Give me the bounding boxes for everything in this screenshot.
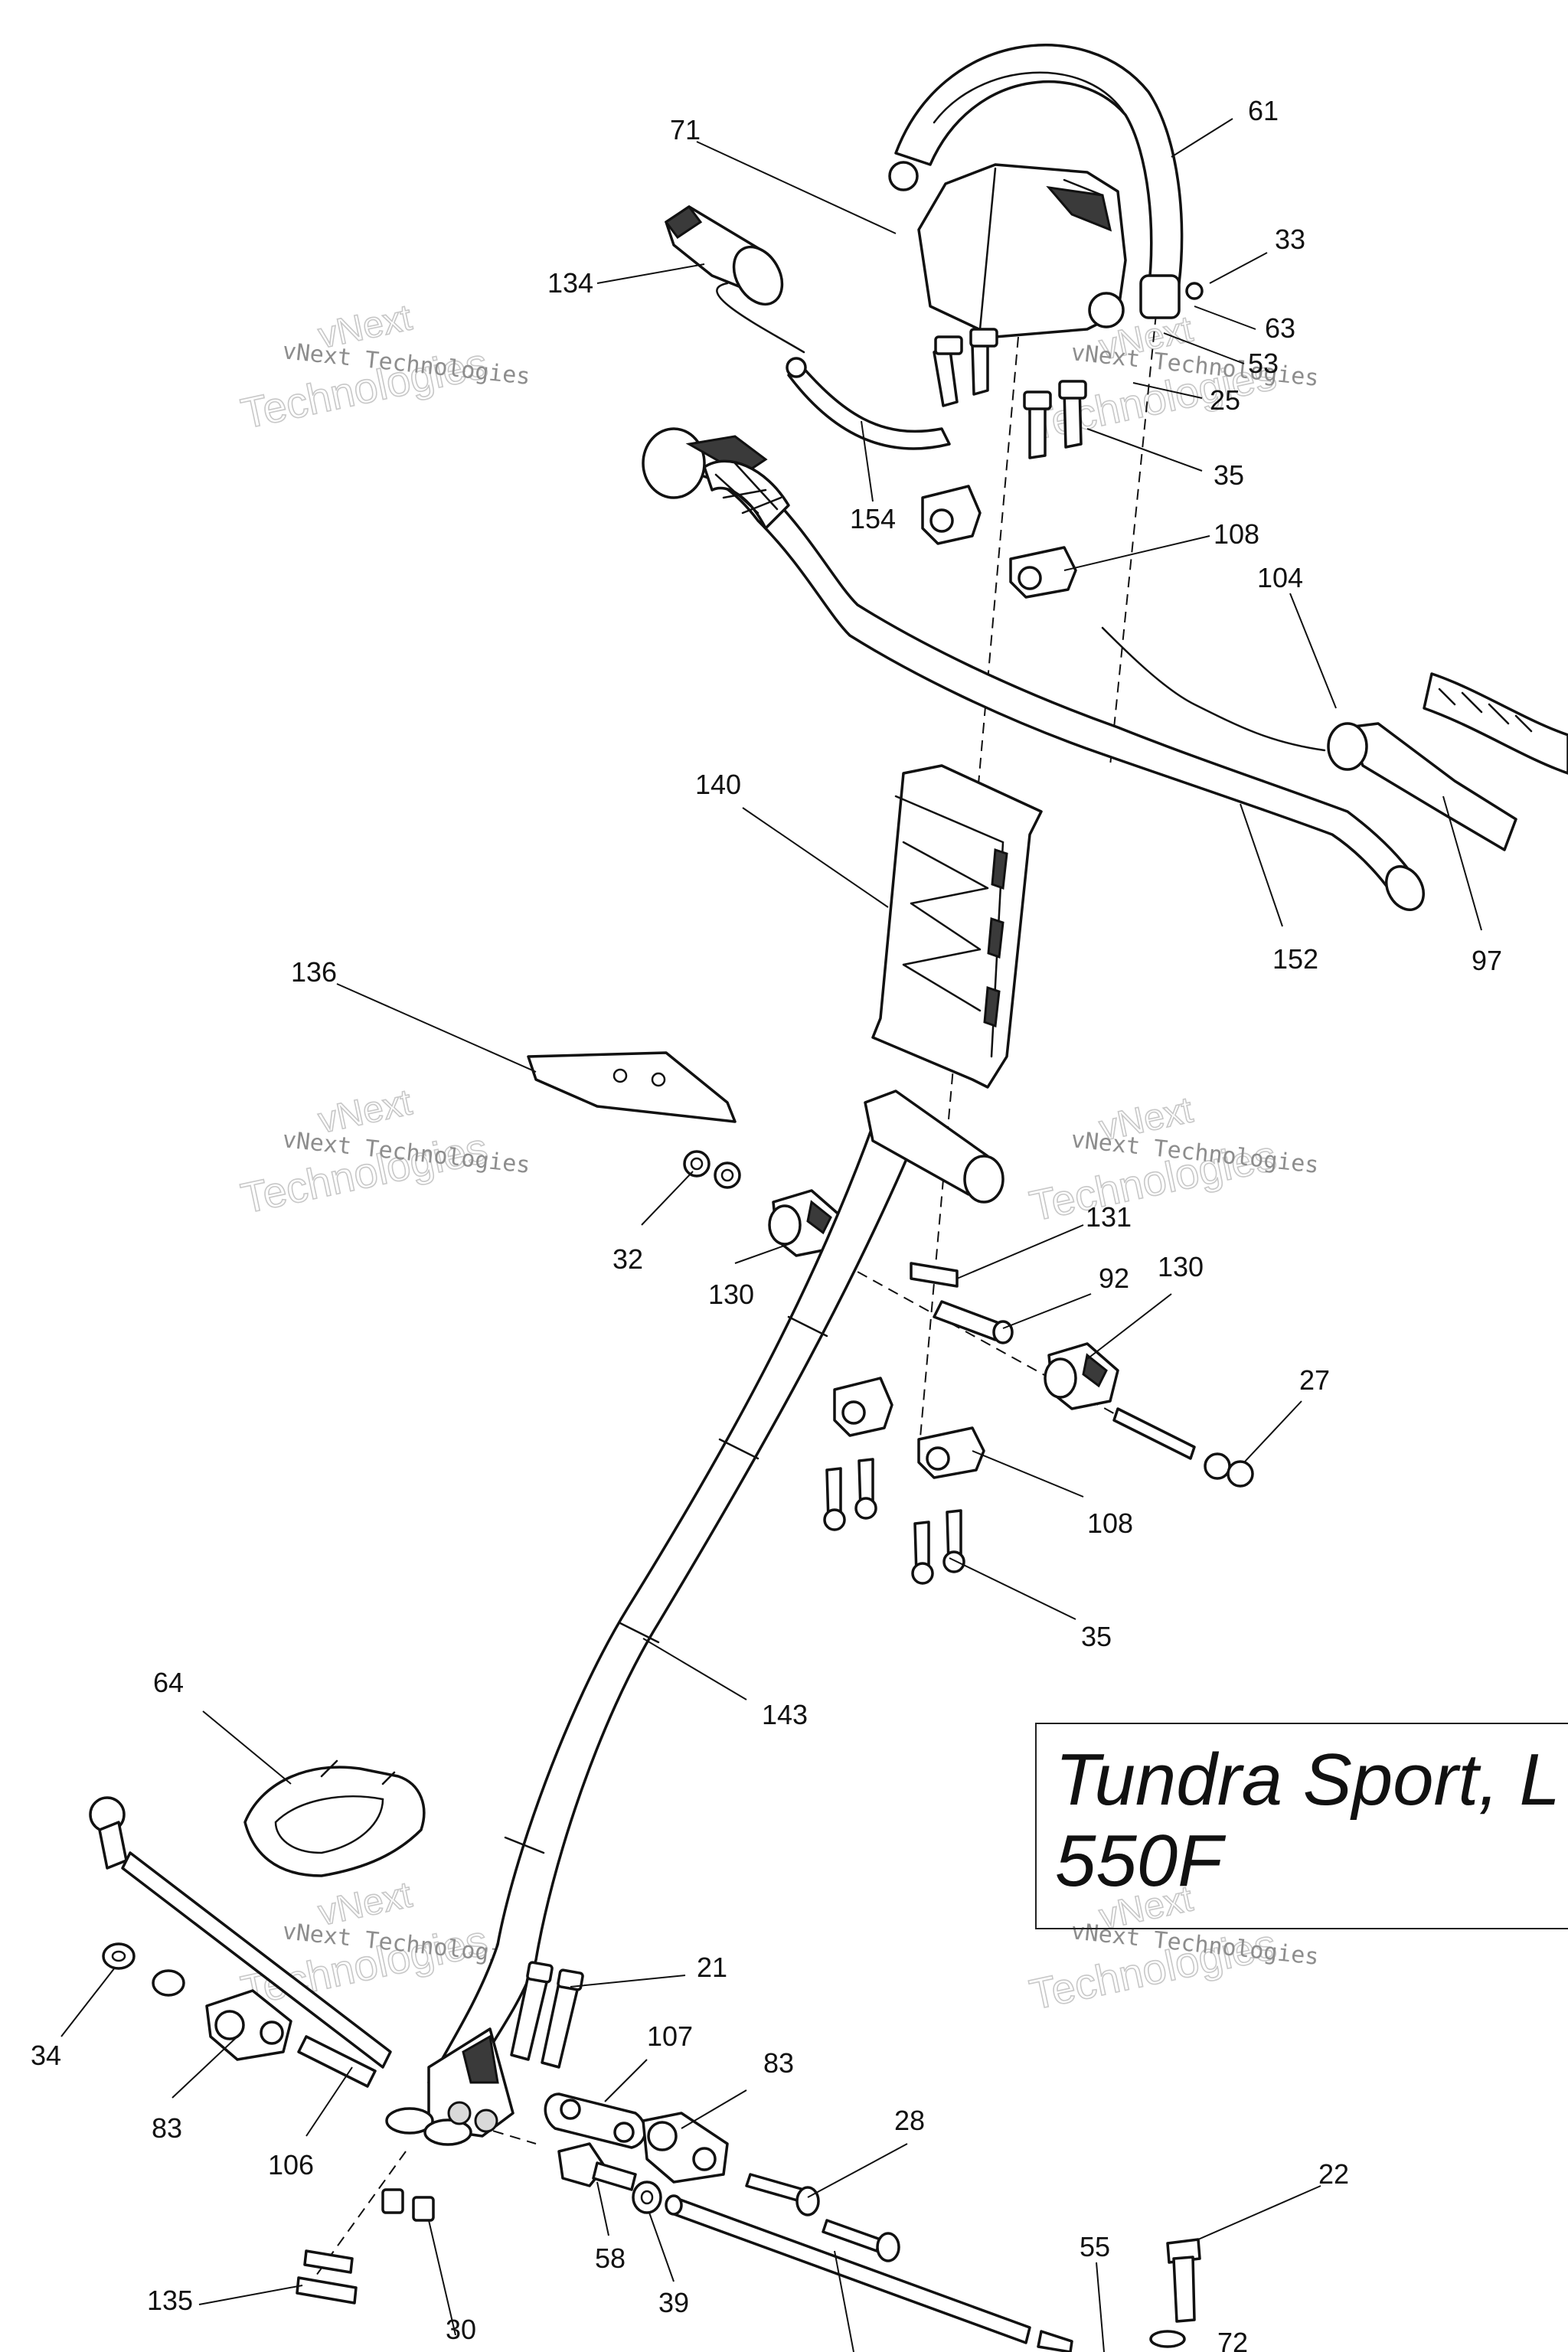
part-21-bolts [510, 1961, 584, 2069]
part-135-bushings [296, 2249, 358, 2305]
part-22-bolt [1166, 2238, 1201, 2323]
bolts-35-lower [823, 1458, 965, 1585]
label-21: 21 [697, 1952, 727, 1983]
label-34: 34 [31, 2040, 61, 2071]
label-136: 136 [291, 956, 337, 988]
label-130-right: 130 [1158, 1251, 1204, 1282]
label-97: 97 [1472, 945, 1502, 976]
model-title-line-1: Tundra Sport, L [1055, 1739, 1560, 1821]
label-130-left: 130 [708, 1279, 754, 1310]
label-72: 72 [1217, 2327, 1248, 2352]
part-71-handlebar-pad [917, 163, 1127, 338]
model-title-box: Tundra Sport, L 550F [1035, 1723, 1568, 1929]
label-55: 55 [1080, 2231, 1110, 2262]
part-83-right-block [642, 2112, 729, 2184]
part-61-upper-handle [888, 44, 1204, 319]
part-39-nut [632, 2180, 662, 2214]
label-134: 134 [547, 267, 593, 299]
part-140-riser [871, 764, 1043, 1089]
label-35-top: 35 [1214, 459, 1244, 491]
part-143-steering-column [385, 1089, 1004, 2146]
tie-rod-left [89, 1796, 392, 2069]
part-130-right-block [1044, 1342, 1119, 1410]
bolts-25-top [933, 328, 998, 407]
label-53: 53 [1248, 348, 1279, 379]
label-39: 39 [658, 2287, 689, 2318]
label-108-lower: 108 [1087, 1508, 1133, 1539]
label-131: 131 [1086, 1201, 1132, 1233]
label-22: 22 [1318, 2158, 1349, 2190]
label-71: 71 [670, 114, 701, 145]
part-55-rod [665, 2194, 1073, 2352]
part-58-rod-end [557, 2142, 637, 2191]
part-108-lower-clamps [833, 1377, 985, 1479]
bolts-35-top [1023, 380, 1087, 459]
part-92-pin [933, 1300, 1014, 1344]
label-58: 58 [595, 2243, 626, 2274]
label-92: 92 [1099, 1263, 1129, 1294]
part-97-right-grip [1327, 672, 1568, 851]
label-83-right: 83 [763, 2047, 794, 2079]
label-28: 28 [894, 2105, 925, 2136]
label-135: 135 [147, 2285, 193, 2316]
label-152: 152 [1272, 943, 1318, 975]
label-154: 154 [850, 503, 896, 534]
part-number-labels: 71 61 33 134 63 53 25 35 154 108 104 140… [31, 95, 1502, 2352]
label-30: 30 [446, 2314, 476, 2345]
part-154-tube [786, 357, 951, 450]
label-32: 32 [612, 1243, 643, 1275]
label-25: 25 [1210, 384, 1240, 416]
label-63: 63 [1265, 312, 1295, 344]
label-107: 107 [647, 2020, 693, 2052]
label-64: 64 [153, 1667, 184, 1698]
part-108-upper-clamps [921, 485, 1077, 599]
label-108-top: 108 [1214, 518, 1259, 550]
label-35-lower: 35 [1081, 1621, 1112, 1652]
label-61: 61 [1248, 95, 1279, 126]
leader-lines [60, 118, 1482, 2352]
label-106: 106 [268, 2149, 314, 2180]
part-34-nut [102, 1942, 136, 1970]
part-30-spacers [381, 2188, 435, 2222]
part-83-left-block [152, 1969, 292, 2061]
label-104: 104 [1257, 562, 1303, 593]
label-33: 33 [1275, 224, 1305, 255]
part-107-link [544, 2092, 647, 2149]
part-27-bolt [1112, 1407, 1254, 1488]
part-136-plate [527, 1051, 737, 1123]
part-72-washer [1149, 2330, 1186, 2348]
part-131-spacer [910, 1262, 959, 1288]
watermark-mid-right: vNext Technologies vNext Technologies [1025, 1089, 1321, 1231]
watermark-mid-left: vNext Technologies vNext Technologies [237, 1082, 532, 1223]
part-134-grip [664, 204, 805, 354]
label-83-left: 83 [152, 2112, 182, 2144]
watermark-top-left: vNext Technologies vNext Technologies [237, 297, 532, 439]
part-152-handlebar [642, 427, 1425, 911]
part-64-cover [243, 1759, 426, 1877]
label-143: 143 [762, 1699, 808, 1730]
label-27: 27 [1299, 1364, 1330, 1396]
model-title-line-2: 550F [1055, 1820, 1223, 1902]
part-106-pin [297, 2035, 377, 2088]
label-140: 140 [695, 769, 741, 800]
part-104-wire [1101, 626, 1326, 752]
part-32-nuts [683, 1150, 741, 1189]
